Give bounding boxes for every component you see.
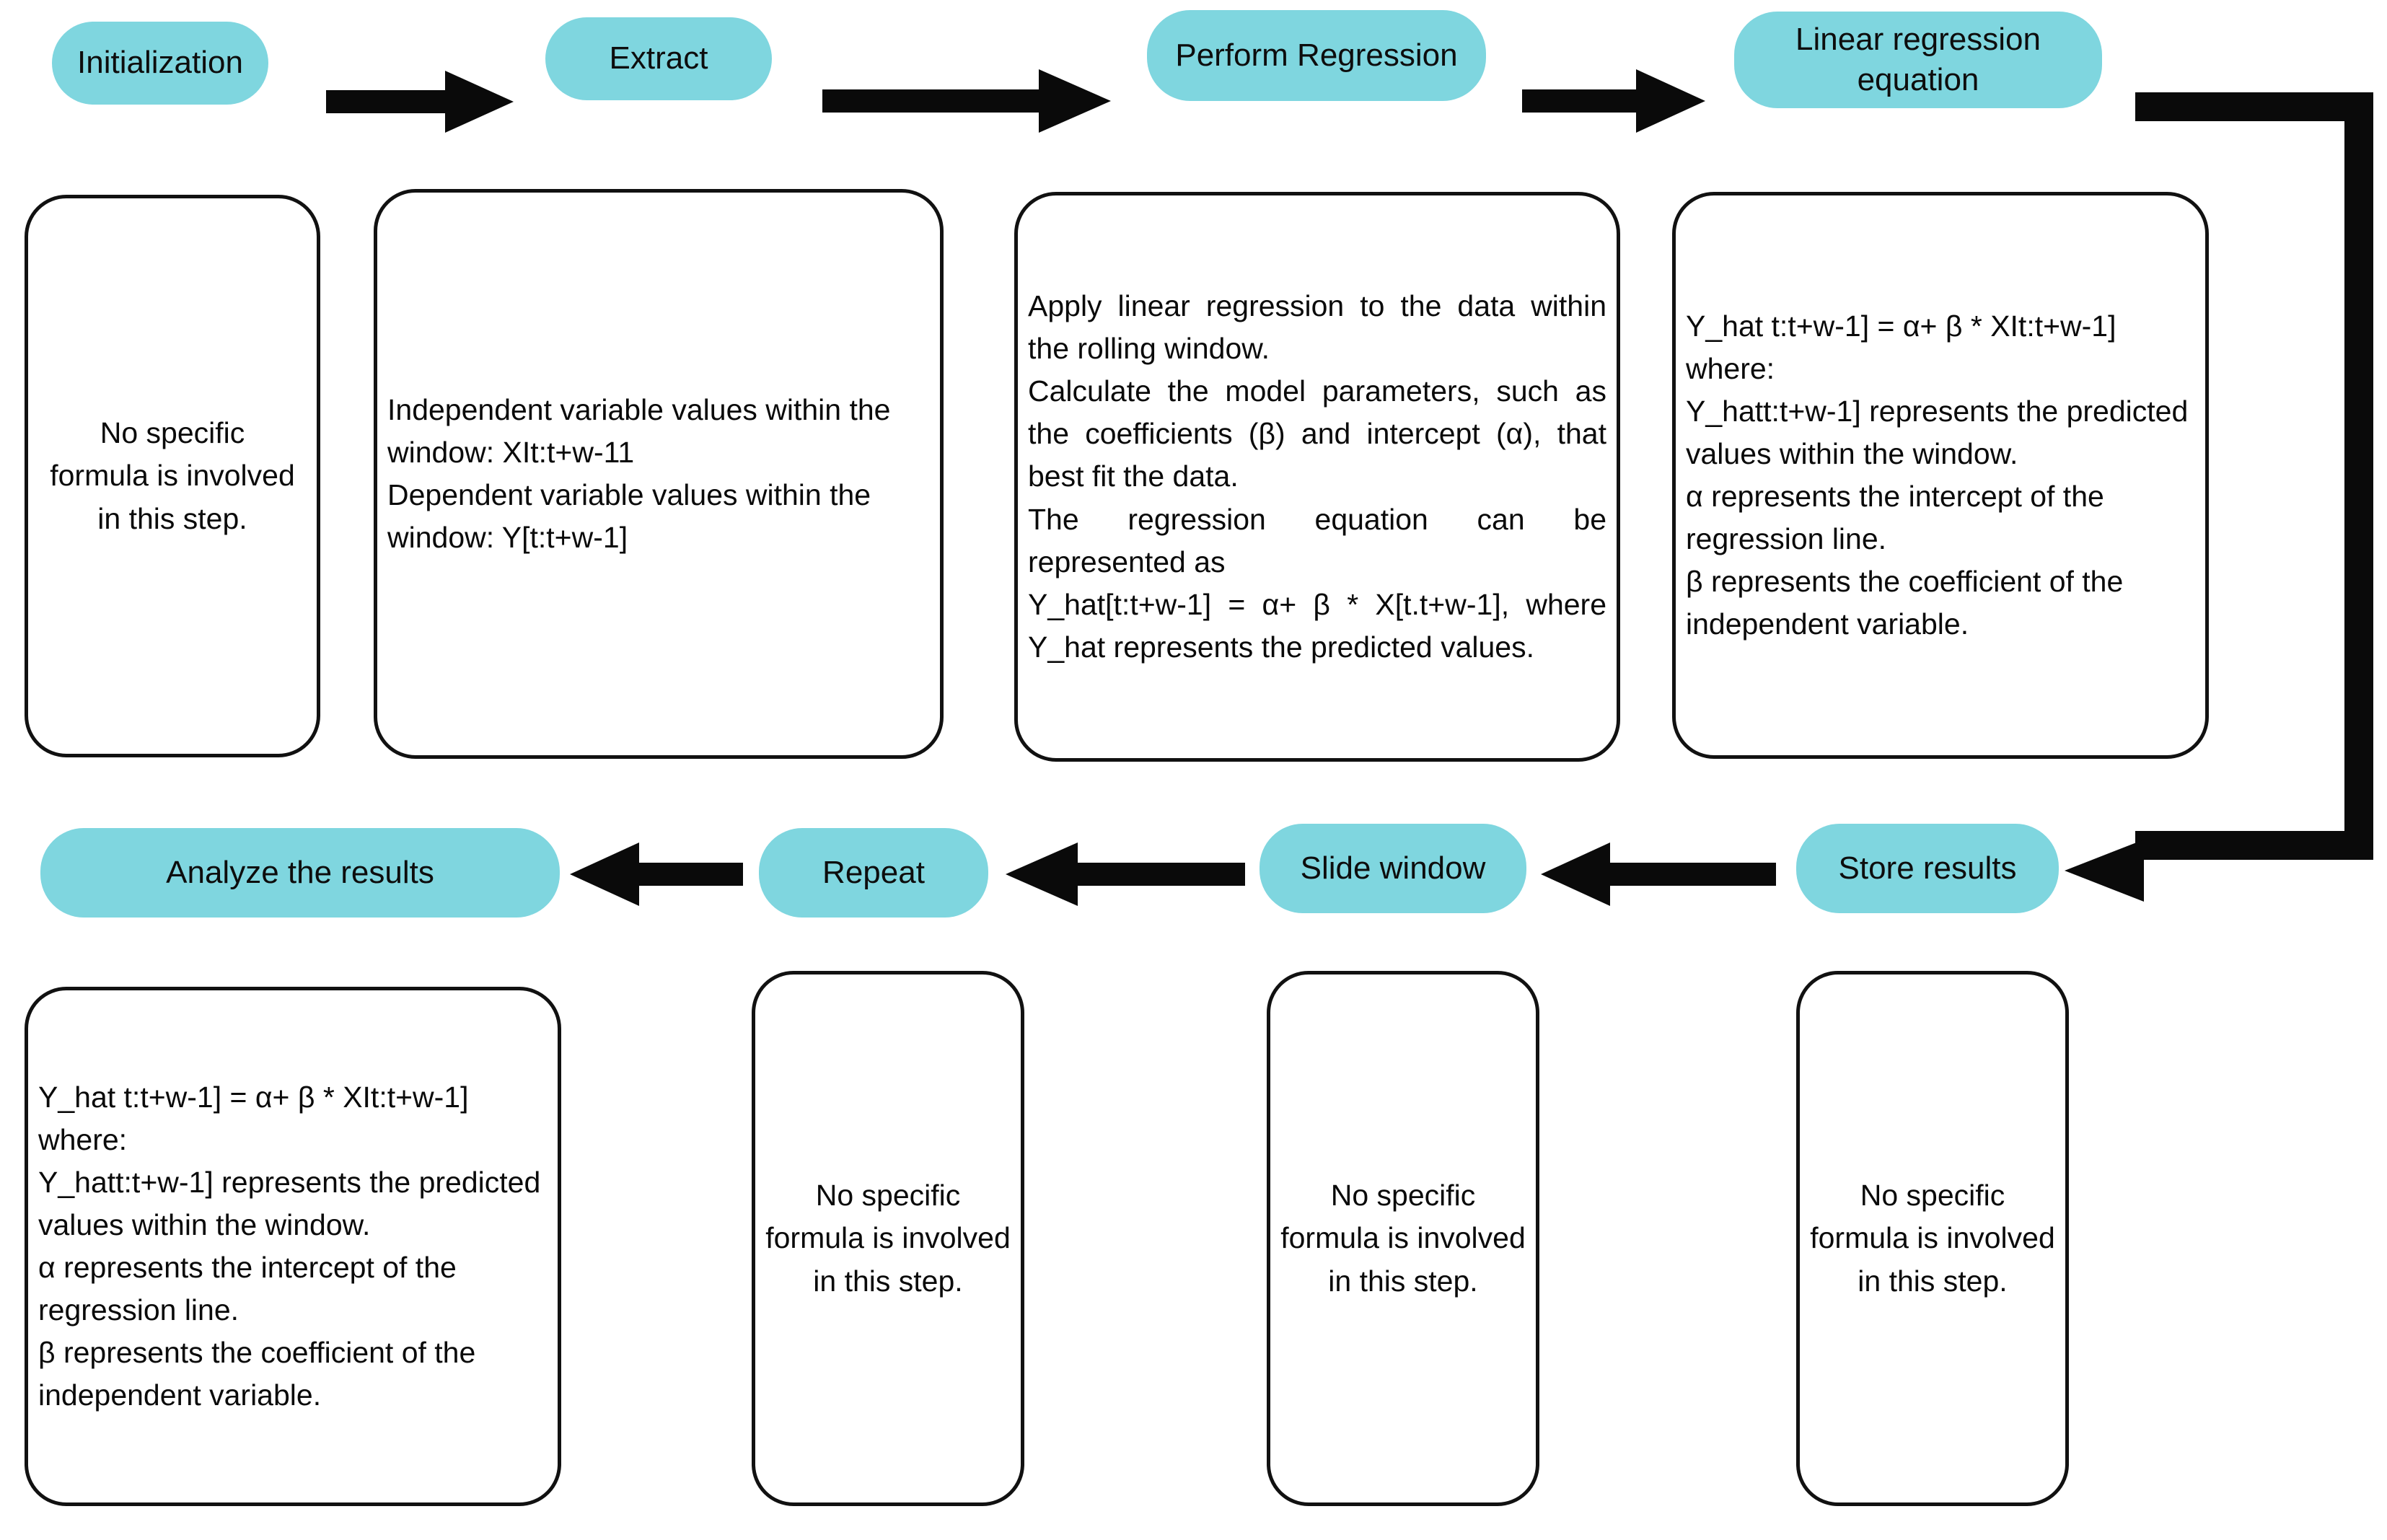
card-perform-regression-detail: Apply linear regression to the data with… bbox=[1014, 192, 1620, 762]
card-linear-regression-equation-detail-text: Y_hat t:t+w-1] = α+ β * XIt:t+w-1] where… bbox=[1686, 309, 2189, 641]
card-store-results-detail-text: No specific formula is involved in this … bbox=[1810, 1179, 2055, 1298]
connector-linear-regression-equation-to-store-results bbox=[2114, 79, 2387, 909]
card-slide-window-detail: No specific formula is involved in this … bbox=[1267, 971, 1539, 1506]
stage-slide-window[interactable]: Slide window bbox=[1260, 824, 1526, 913]
card-perform-regression-detail-text: Apply linear regression to the data with… bbox=[1028, 289, 1606, 664]
arrow-repeat-to-analyze-the-results bbox=[570, 842, 743, 906]
stage-slide-window-label: Slide window bbox=[1300, 850, 1486, 886]
arrow-store-results-to-slide-window bbox=[1541, 842, 1776, 906]
stage-repeat[interactable]: Repeat bbox=[759, 828, 988, 918]
stage-initialization-label: Initialization bbox=[77, 45, 243, 81]
card-extract-detail: Independent variable values within the w… bbox=[374, 189, 944, 759]
card-linear-regression-equation-detail: Y_hat t:t+w-1] = α+ β * XIt:t+w-1] where… bbox=[1672, 192, 2209, 759]
stage-analyze-the-results[interactable]: Analyze the results bbox=[40, 828, 560, 918]
stage-repeat-label: Repeat bbox=[822, 854, 925, 890]
card-repeat-detail-text: No specific formula is involved in this … bbox=[765, 1179, 1011, 1298]
stage-analyze-the-results-label: Analyze the results bbox=[166, 854, 434, 890]
stage-linear-regression-equation[interactable]: Linear regression equation bbox=[1734, 12, 2102, 108]
card-analyze-the-results-detail-text: Y_hat t:t+w-1] = α+ β * XIt:t+w-1] where… bbox=[38, 1080, 541, 1412]
stage-store-results[interactable]: Store results bbox=[1796, 824, 2059, 913]
card-analyze-the-results-detail: Y_hat t:t+w-1] = α+ β * XIt:t+w-1] where… bbox=[25, 987, 561, 1506]
arrow-perform-regression-to-linear-regression-equation bbox=[1522, 69, 1705, 133]
stage-perform-regression-label: Perform Regression bbox=[1175, 37, 1458, 73]
card-extract-detail-text: Independent variable values within the w… bbox=[387, 392, 891, 555]
arrow-extract-to-perform-regression bbox=[822, 69, 1111, 133]
arrow-connector-into-store-results bbox=[2065, 831, 2144, 910]
card-repeat-detail: No specific formula is involved in this … bbox=[752, 971, 1024, 1506]
stage-initialization[interactable]: Initialization bbox=[52, 22, 268, 105]
stage-perform-regression[interactable]: Perform Regression bbox=[1147, 10, 1486, 101]
card-initialization-detail-text: No specific formula is involved in this … bbox=[50, 416, 295, 535]
arrow-slide-window-to-repeat bbox=[1006, 842, 1245, 906]
arrow-initialization-to-extract bbox=[326, 71, 514, 133]
card-initialization-detail: No specific formula is involved in this … bbox=[25, 195, 320, 757]
stage-extract-label: Extract bbox=[609, 40, 708, 76]
card-slide-window-detail-text: No specific formula is involved in this … bbox=[1280, 1179, 1526, 1298]
card-store-results-detail: No specific formula is involved in this … bbox=[1796, 971, 2069, 1506]
stage-store-results-label: Store results bbox=[1838, 850, 2017, 886]
stage-linear-regression-equation-label: Linear regression equation bbox=[1795, 21, 2041, 97]
stage-extract[interactable]: Extract bbox=[545, 17, 772, 100]
